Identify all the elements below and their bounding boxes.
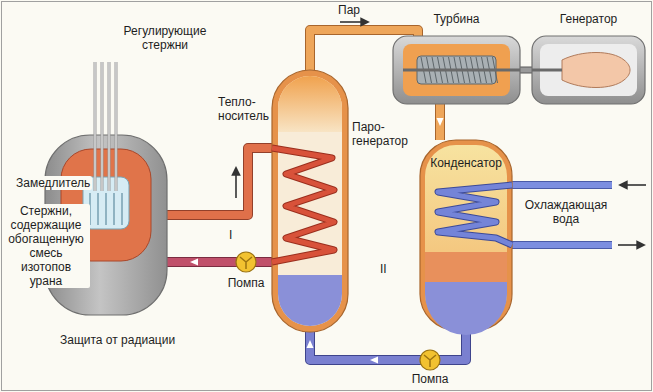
circuit-number: II [380, 262, 387, 276]
steam-generator-shape [272, 70, 348, 332]
pipe [310, 330, 466, 360]
part-name: Генератор [560, 12, 617, 26]
pipe-outline [310, 330, 466, 360]
pipe-outline [520, 67, 532, 74]
turbine: Турбина [393, 36, 520, 104]
part-name: Турбина [433, 12, 479, 26]
part-name: Замедлитель [14, 176, 92, 190]
pipe-label: Помпа [218, 276, 274, 290]
part-name: Охлаждающая вода [518, 198, 614, 226]
pipe-label: Помпа [402, 372, 458, 386]
condenser: Конденсатор [420, 140, 512, 330]
shaft [520, 70, 532, 71]
part-name: Конденсатор [430, 156, 502, 170]
pipe-outline [167, 148, 272, 215]
pipe [520, 68, 532, 73]
generator-shape [532, 36, 645, 104]
part-name: Паро-генератор [352, 120, 414, 148]
steam-generator: Паро-генератор [272, 70, 348, 332]
part-name: Регулирующие стержни [108, 24, 222, 52]
pipe-label: Тепло-носитель [218, 95, 272, 123]
pump-symbol [236, 252, 256, 272]
generator: Генератор [532, 36, 645, 104]
part-name: Стержни, содержащие обогащенную смесь из… [2, 204, 90, 288]
circuit-number: I [229, 228, 232, 242]
part-name: Защита от радиации [60, 333, 175, 347]
pipe [436, 104, 444, 140]
pipe [167, 148, 272, 215]
pipe-outline [435, 104, 445, 140]
pipe-label: Пар [338, 3, 360, 17]
turbine-shape [393, 36, 520, 104]
feedwater-pipe [310, 330, 466, 360]
primary-hot-pipe [167, 148, 272, 215]
pump-symbol [420, 350, 440, 370]
